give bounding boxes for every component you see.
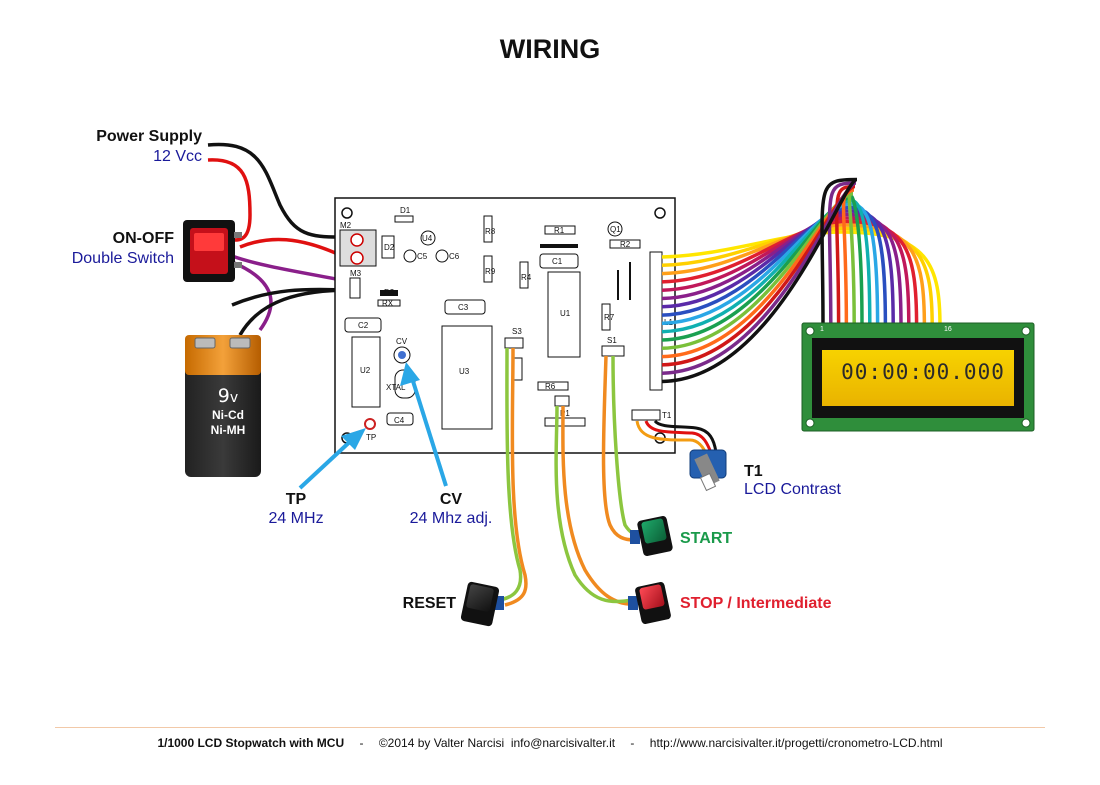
pcb-label-u1: U1: [560, 309, 571, 318]
power-supply-sublabel: 12 Vcc: [153, 148, 202, 165]
pcb-label-r9: R9: [485, 267, 496, 276]
lcd-ribbon-cable: [661, 177, 942, 384]
reset-button[interactable]: [460, 581, 504, 627]
lcd-pin-16: 16: [944, 326, 952, 333]
pcb-label-r6: R6: [545, 382, 556, 391]
ribbon-wire: [661, 177, 858, 384]
pcb-label-xtal: XTAL: [386, 383, 406, 392]
pcb-label-q1: Q1: [610, 225, 621, 234]
ribbon-wire: [661, 216, 911, 328]
t1-label: T1: [744, 463, 763, 480]
tp-arrow: [298, 428, 366, 490]
ribbon-wire: [661, 230, 942, 328]
start-label: START: [680, 530, 733, 547]
on-off-sublabel: Double Switch: [71, 250, 174, 267]
footer-url[interactable]: http://www.narcisivalter.it/progetti/cro…: [649, 736, 943, 750]
power-supply-label: Power Supply: [96, 128, 202, 145]
pcb-label-u4: U4: [422, 234, 433, 243]
lcd-display-text: 00:00:00.000: [841, 360, 1005, 384]
cv-sublabel: 24 Mhz adj.: [409, 510, 493, 527]
stop-label: STOP / Intermediate: [680, 595, 832, 612]
pcb-label-m2: M2: [340, 221, 352, 230]
start-button[interactable]: [630, 515, 673, 556]
lcd-module: [801, 322, 1035, 432]
pcb-label-c1: C1: [552, 257, 563, 266]
footer-sep-1: -: [359, 736, 364, 750]
pcb-label-c4: C4: [394, 416, 405, 425]
cv-label: CV: [439, 491, 463, 508]
pcb-board: [334, 197, 676, 454]
pcb-label-c2: C2: [358, 321, 369, 330]
pcb-label-c6: C6: [449, 252, 460, 261]
pcb-label-u2: U2: [360, 366, 371, 375]
t1-sublabel: LCD Contrast: [744, 481, 841, 498]
pcb-label-c5: C5: [417, 252, 428, 261]
pcb-label-c3: C3: [458, 303, 469, 312]
footer-divider: [55, 727, 1045, 728]
pcb-label-tp: TP: [366, 433, 376, 442]
footer-sep-2: -: [630, 736, 635, 750]
pcb-label-s1: S1: [607, 336, 617, 345]
pcb-label-d3: D3: [384, 288, 395, 297]
lcd-pin-1: 1: [820, 326, 824, 333]
on-off-label: ON-OFF: [112, 230, 174, 247]
pcb-label-m3: M3: [350, 269, 362, 278]
footer-email[interactable]: info@narcisivalter.it: [510, 736, 616, 750]
pcb-label-cv: CV: [396, 337, 408, 346]
battery-type-1: Ni-Cd: [212, 408, 244, 422]
pcb-label-r1: R1: [554, 226, 565, 235]
pcb-label-d1: D1: [400, 206, 411, 215]
pcb-label-r7: R7: [604, 313, 615, 322]
pcb-label-u3: U3: [459, 367, 470, 376]
tp-sublabel: 24 MHz: [268, 510, 324, 527]
stop-button[interactable]: [628, 581, 672, 624]
on-off-switch[interactable]: [183, 220, 242, 282]
battery-type-2: Ni-MH: [210, 423, 246, 437]
pcb-label-p1: P1: [560, 409, 570, 418]
page-title: WIRING: [499, 34, 601, 64]
pcb-label-s3: S3: [512, 327, 522, 336]
pcb-label-r4: R4: [521, 273, 532, 282]
pcb-label-rx: RX: [382, 299, 394, 308]
pcb-label-t1: T1: [662, 411, 672, 420]
reset-label: RESET: [402, 595, 456, 612]
pcb-label-r8: R8: [485, 227, 496, 236]
battery: [185, 335, 261, 477]
cv-arrow: [400, 362, 448, 487]
battery-voltage-unit: v: [229, 390, 239, 406]
pcb-label-d2: D2: [384, 243, 395, 252]
battery-voltage-number: 9: [217, 385, 230, 407]
pcb-silkscreen: D1 M2 D2 U4 C5 C6 R8 R1 Q1 R2 R9 R4 C1 L…: [340, 206, 673, 442]
footer-copyright: ©2014 by Valter Narcisi: [378, 736, 505, 750]
pcb-label-r2: R2: [620, 240, 631, 249]
tp-label: TP: [285, 491, 307, 508]
battery-voltage: 9v: [195, 385, 261, 407]
footer: 1/1000 LCD Stopwatch with MCU - ©2014 by…: [0, 736, 1100, 750]
footer-project: 1/1000 LCD Stopwatch with MCU: [157, 736, 345, 750]
contrast-potentiometer[interactable]: [635, 419, 727, 492]
